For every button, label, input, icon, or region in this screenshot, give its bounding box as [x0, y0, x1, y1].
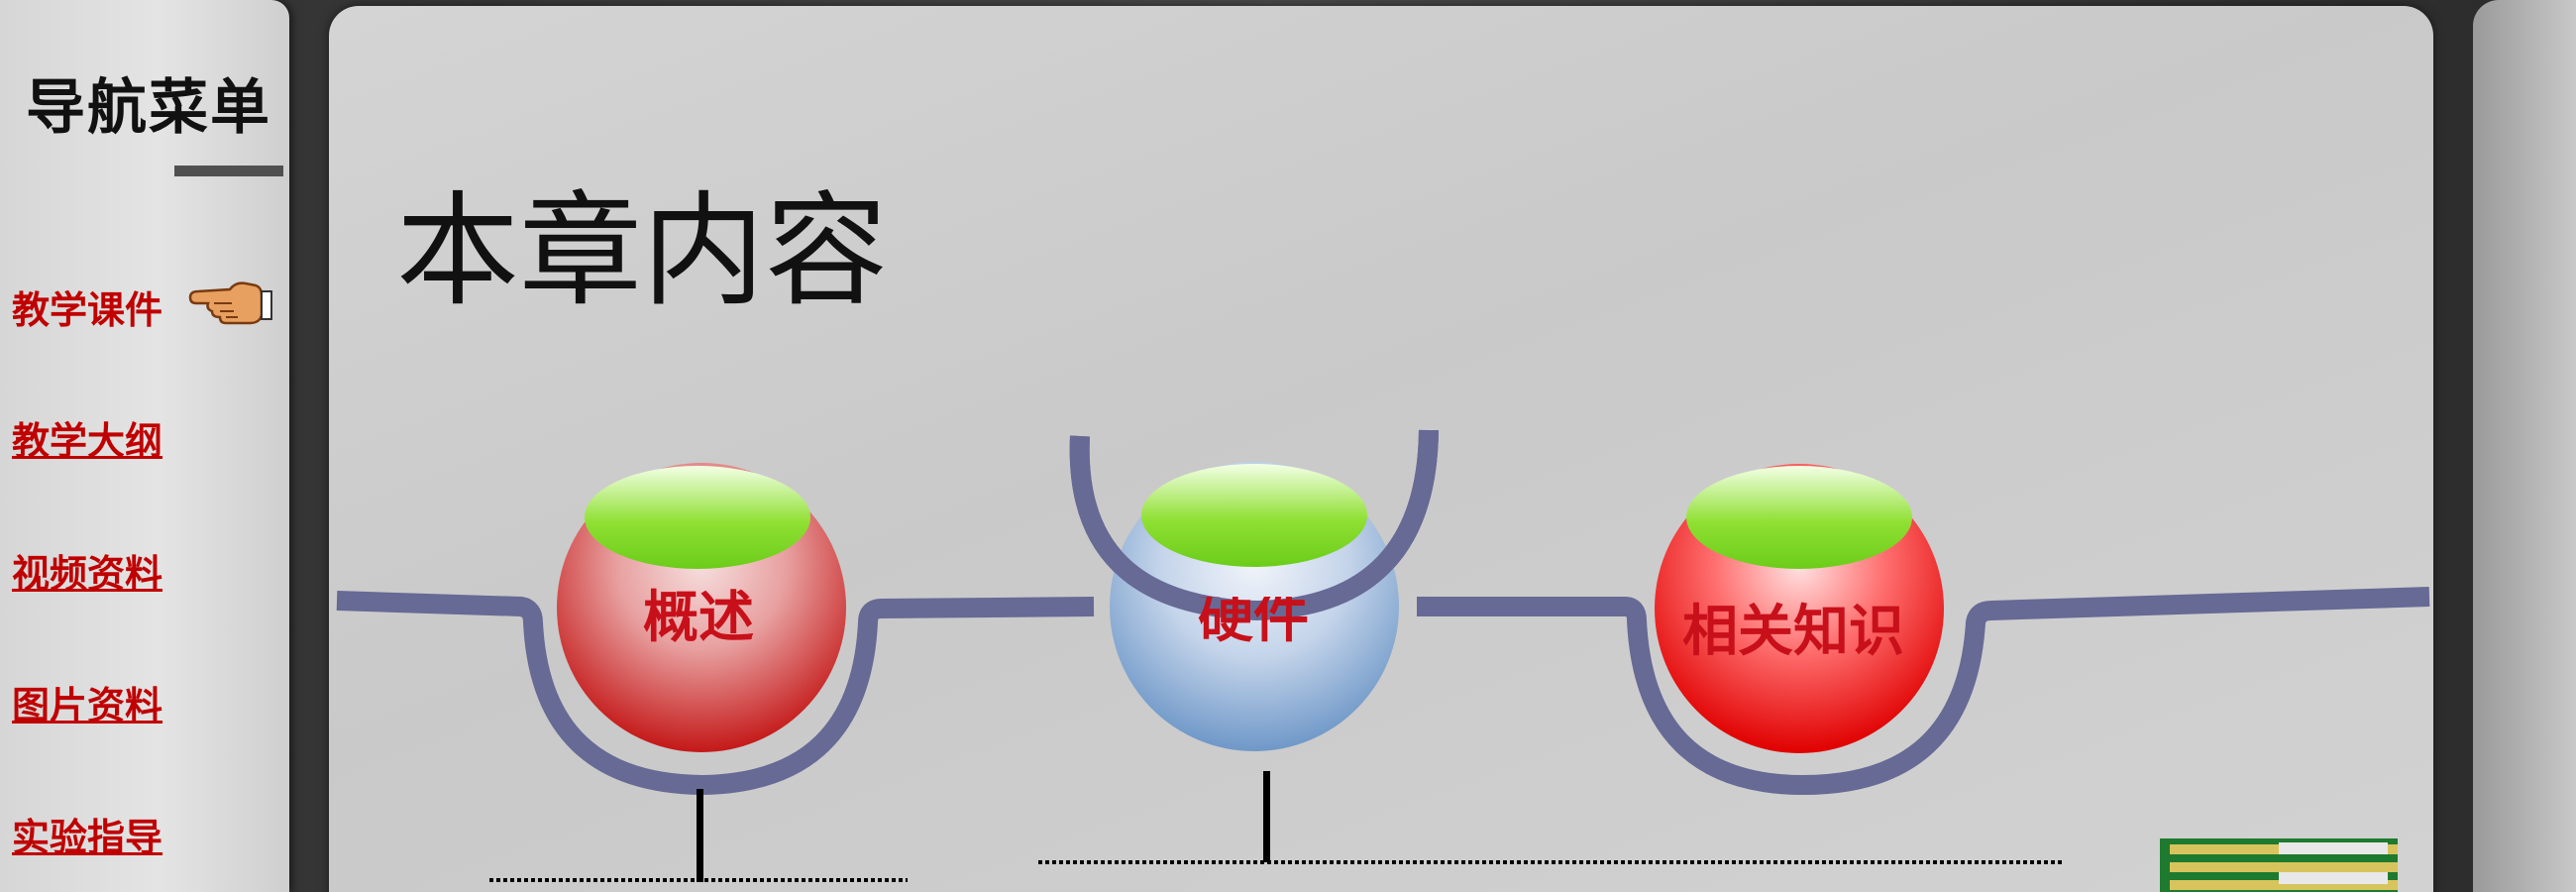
- right-panel-edge: [2473, 0, 2576, 892]
- slide-title: 本章内容: [396, 180, 889, 323]
- nav-item-courseware[interactable]: 教学课件: [12, 288, 163, 332]
- nav-item-syllabus[interactable]: 教学大纲: [12, 419, 163, 463]
- nav-item-video-materials[interactable]: 视频资料: [12, 552, 163, 596]
- topic-label-related-knowledge[interactable]: 相关知识: [1682, 600, 1904, 664]
- circuit-board-image: [2160, 838, 2398, 892]
- track-segment-middle: [1417, 587, 2430, 796]
- topic-label-hardware[interactable]: 硬件: [1198, 586, 1309, 650]
- pointing-hand-icon: [188, 281, 272, 325]
- orb-highlight: [1141, 464, 1367, 567]
- track-segment-left: [336, 591, 1095, 796]
- nav-menu-title: 导航菜单: [26, 73, 271, 143]
- track-arc-overlay: [1069, 429, 1439, 621]
- stem-overview: [697, 789, 703, 882]
- orb-highlight: [585, 466, 810, 569]
- nav-item-image-materials[interactable]: 图片资料: [12, 684, 163, 727]
- stem-hardware: [1263, 771, 1270, 862]
- nav-title-divider: [174, 166, 283, 176]
- topic-label-overview[interactable]: 概述: [643, 586, 754, 650]
- nav-item-lab-guide[interactable]: 实验指导: [12, 816, 163, 859]
- navigation-sidebar: 导航菜单 教学课件 教学大纲 视频资料 图片资料 实验指导: [0, 0, 289, 892]
- orb-highlight: [1686, 466, 1912, 569]
